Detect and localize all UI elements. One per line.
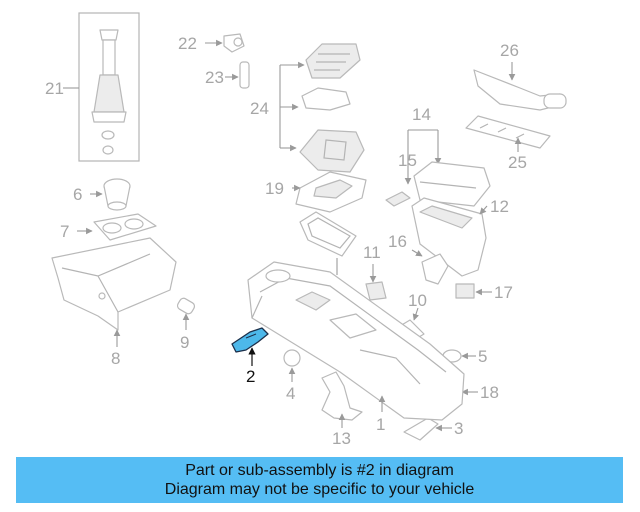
part-3-trim-cover[interactable] xyxy=(403,417,439,441)
part-26-handle[interactable] xyxy=(473,69,567,111)
part-23-pin[interactable] xyxy=(239,61,250,89)
callout-12: 12 xyxy=(490,197,509,216)
part-8-console-panel[interactable] xyxy=(51,237,177,331)
callout-15: 15 xyxy=(398,151,417,170)
callout-14: 14 xyxy=(412,105,431,124)
callout-3: 3 xyxy=(454,419,463,438)
callout-22: 22 xyxy=(178,34,197,53)
callout-11: 11 xyxy=(363,243,381,262)
callout-19: 19 xyxy=(265,179,284,198)
callout-25: 25 xyxy=(508,153,527,172)
callout-9: 9 xyxy=(180,333,189,352)
callout-17: 17 xyxy=(494,283,513,302)
callout-8: 8 xyxy=(111,349,120,368)
part-9-clip[interactable] xyxy=(176,297,196,315)
banner-line-2: Diagram may not be specific to your vehi… xyxy=(164,481,475,498)
part-1-console-assembly[interactable] xyxy=(247,261,465,421)
callout-10: 10 xyxy=(408,291,427,310)
callout-18: 18 xyxy=(480,383,499,402)
callout-23: 23 xyxy=(205,68,224,87)
part-4-knob[interactable] xyxy=(283,349,301,367)
info-banner: Part or sub-assembly is #2 in diagram Di… xyxy=(16,457,623,503)
part-6-cup-holder-insert[interactable] xyxy=(103,178,131,211)
part-19-shift-boot-bezel[interactable] xyxy=(295,171,367,213)
part-2-highlighted-trim[interactable] xyxy=(231,327,269,353)
part-21-shift-boot-assembly[interactable] xyxy=(78,12,140,162)
part-25-bracket[interactable] xyxy=(465,115,551,149)
callout-7: 7 xyxy=(60,222,69,241)
callout-1: 1 xyxy=(376,415,385,434)
part-12-console-bin[interactable] xyxy=(411,197,487,277)
part-7-cup-holder-tray[interactable] xyxy=(93,213,157,241)
callout-6: 6 xyxy=(73,185,82,204)
part-20-trim-panel[interactable] xyxy=(299,211,357,257)
callout-4: 4 xyxy=(286,384,295,403)
part-22-switch[interactable] xyxy=(223,33,245,53)
callout-24: 24 xyxy=(250,99,269,118)
callout-13: 13 xyxy=(332,429,351,448)
callout-26: 26 xyxy=(500,41,519,60)
callout-5: 5 xyxy=(478,347,487,366)
parts-diagram: 21 22 23 24 19 20 11 xyxy=(45,12,567,448)
part-16-cup-holder[interactable] xyxy=(421,253,449,285)
part-15-latch[interactable] xyxy=(385,191,411,207)
callout-16: 16 xyxy=(388,232,407,251)
banner-line-1: Part or sub-assembly is #2 in diagram xyxy=(185,462,454,479)
callout-21: 21 xyxy=(45,79,64,98)
part-11-switch[interactable] xyxy=(365,281,387,301)
callout-2: 2 xyxy=(246,367,255,386)
part-13-bracket[interactable] xyxy=(321,371,363,421)
part-17-plug[interactable] xyxy=(455,283,475,299)
part-24-shift-indicator-assembly[interactable] xyxy=(299,43,365,173)
